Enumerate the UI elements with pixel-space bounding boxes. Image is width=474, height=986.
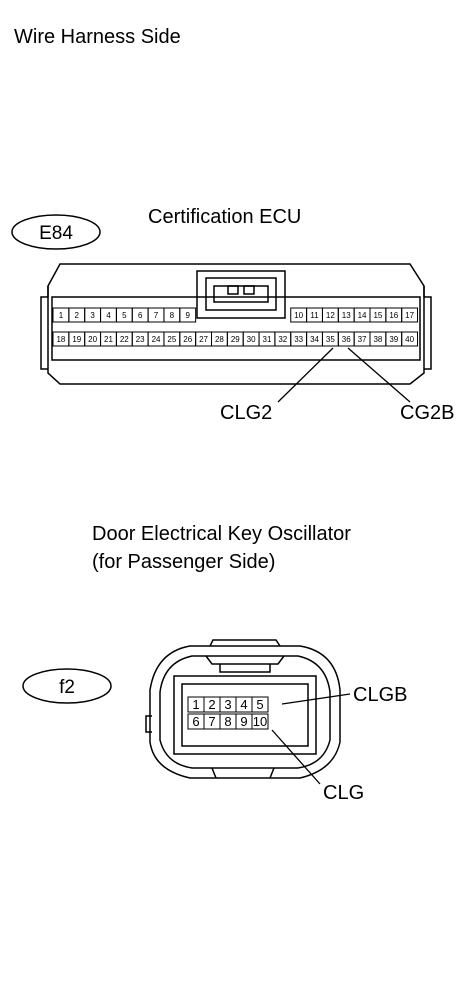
pin-number: 5 xyxy=(122,311,127,320)
ecu-code-ellipse xyxy=(11,214,101,250)
pin-number: 20 xyxy=(88,335,97,344)
oscillator-callout-clgb: CLGB xyxy=(353,684,407,706)
oscillator-connector-title: Door Electrical Key Oscillator (for Pass… xyxy=(92,523,351,573)
pin-number: 2 xyxy=(208,697,215,712)
pin-number: 10 xyxy=(294,311,303,320)
oscillator-code-ellipse xyxy=(22,668,112,704)
pin-number: 33 xyxy=(294,335,303,344)
pin-number: 4 xyxy=(240,697,247,712)
ecu-code-label: E84 xyxy=(39,223,73,244)
pin-number: 28 xyxy=(215,335,224,344)
pin-cavity xyxy=(401,307,419,323)
pin-cavity xyxy=(251,696,269,713)
pin-number: 38 xyxy=(373,335,382,344)
pin-number: 1 xyxy=(192,697,199,712)
pin-number: 11 xyxy=(310,311,319,320)
pin-number: 32 xyxy=(278,335,287,344)
pin-cavity xyxy=(251,713,269,730)
pin-number: 19 xyxy=(72,335,81,344)
pin-number: 15 xyxy=(373,311,382,320)
cg2b-leader-line xyxy=(347,347,411,403)
ecu-connector-body xyxy=(40,263,432,385)
pin-number: 6 xyxy=(192,714,199,729)
pin-number: 7 xyxy=(208,714,215,729)
clg-leader-line xyxy=(271,729,321,785)
ecu-callout-cg2b: CG2B xyxy=(400,402,454,424)
pin-number: 14 xyxy=(358,311,367,320)
pin-number: 7 xyxy=(154,311,159,320)
pin-number: 9 xyxy=(185,311,190,320)
pin-number: 16 xyxy=(389,311,398,320)
pin-number: 12 xyxy=(326,311,335,320)
clg2-leader-line xyxy=(277,347,334,403)
pin-number: 1 xyxy=(59,311,64,320)
oscillator-callout-clg: CLG xyxy=(323,782,364,804)
pin-number: 24 xyxy=(152,335,161,344)
pin-number: 10 xyxy=(253,714,267,729)
oscillator-connector-body xyxy=(145,639,341,779)
pin-number: 26 xyxy=(183,335,192,344)
pin-number: 8 xyxy=(224,714,231,729)
pin-number: 40 xyxy=(405,335,414,344)
pin-number: 36 xyxy=(342,335,351,344)
pin-number: 34 xyxy=(310,335,319,344)
pin-number: 21 xyxy=(104,335,113,344)
pin-number: 9 xyxy=(240,714,247,729)
pin-number: 6 xyxy=(138,311,143,320)
page-title: Wire Harness Side xyxy=(14,26,181,48)
pin-number: 2 xyxy=(75,311,80,320)
pin-cavity xyxy=(401,331,419,347)
pin-number: 4 xyxy=(106,311,111,320)
pin-number: 29 xyxy=(231,335,240,344)
pin-number: 35 xyxy=(326,335,335,344)
pin-number: 17 xyxy=(405,311,414,320)
ecu-connector-title: Certification ECU xyxy=(148,206,302,228)
pin-number: 8 xyxy=(170,311,175,320)
pin-number: 3 xyxy=(224,697,231,712)
pin-number: 22 xyxy=(120,335,129,344)
pin-number: 5 xyxy=(256,697,263,712)
pin-number: 30 xyxy=(247,335,256,344)
pin-number: 13 xyxy=(342,311,351,320)
clgb-leader-line xyxy=(281,693,351,705)
pin-number: 37 xyxy=(358,335,367,344)
pin-number: 25 xyxy=(167,335,176,344)
ecu-callout-clg2: CLG2 xyxy=(220,402,272,424)
pin-cavity xyxy=(179,307,197,323)
oscillator-code-label: f2 xyxy=(59,677,75,698)
pin-number: 31 xyxy=(263,335,272,344)
pin-number: 23 xyxy=(136,335,145,344)
pin-number: 39 xyxy=(389,335,398,344)
pin-number: 18 xyxy=(56,335,65,344)
pin-number: 27 xyxy=(199,335,208,344)
pin-number: 3 xyxy=(90,311,95,320)
